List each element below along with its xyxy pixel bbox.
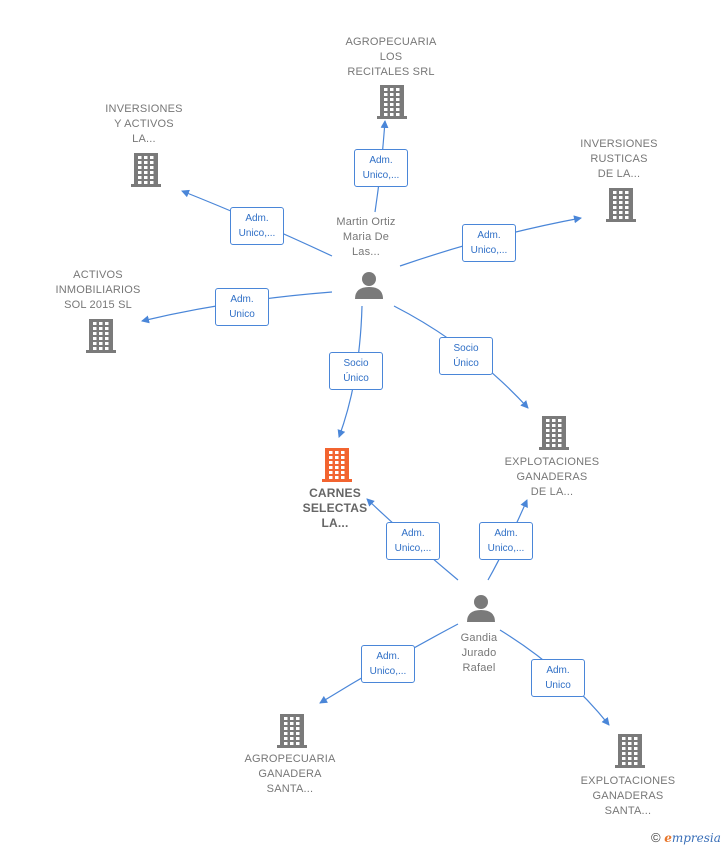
node-label-inv-rusticas[interactable]: INVERSIONES RUSTICAS DE LA...	[580, 138, 658, 180]
copyright-symbol: ©	[651, 830, 661, 845]
node-label-inv-activos[interactable]: INVERSIONES Y ACTIVOS LA...	[105, 103, 183, 145]
relation-label[interactable]: Adm. Unico	[215, 288, 269, 326]
relation-label[interactable]: Adm. Unico	[531, 659, 585, 697]
building-icon[interactable]	[322, 448, 352, 482]
edges-layer	[141, 120, 610, 726]
node-label-explot-santa[interactable]: EXPLOTACIONES GANADERAS SANTA...	[580, 775, 676, 817]
relation-label[interactable]: Socio Único	[439, 337, 493, 375]
relation-label[interactable]: Adm. Unico,...	[479, 522, 533, 560]
person-icon[interactable]	[467, 595, 495, 622]
relation-label[interactable]: Socio Único	[329, 352, 383, 390]
relation-label[interactable]: Adm. Unico,...	[462, 224, 516, 262]
building-icon[interactable]	[277, 714, 307, 748]
relation-label[interactable]: Adm. Unico,...	[386, 522, 440, 560]
node-label-carnes[interactable]: CARNES SELECTAS LA...	[302, 486, 368, 530]
relation-label[interactable]: Adm. Unico,...	[354, 149, 408, 187]
relation-label[interactable]: Adm. Unico,...	[230, 207, 284, 245]
empresia-logo[interactable]: empresia	[664, 831, 721, 845]
footer-brand: © empresia	[651, 830, 721, 845]
node-label-agro-santa[interactable]: AGROPECUARIA GANADERA SANTA...	[244, 753, 336, 795]
node-label-agro-recitales[interactable]: AGROPECUARIA LOS RECITALES SRL	[345, 36, 437, 78]
relation-label[interactable]: Adm. Unico,...	[361, 645, 415, 683]
building-icon[interactable]	[377, 85, 407, 119]
building-icon[interactable]	[86, 319, 116, 353]
node-label-activos-inmob[interactable]: ACTIVOS INMOBILIARIOS SOL 2015 SL	[55, 269, 141, 311]
icons-layer	[86, 85, 645, 768]
building-icon[interactable]	[615, 734, 645, 768]
building-icon[interactable]	[539, 416, 569, 450]
person-icon[interactable]	[355, 272, 383, 299]
node-label-explot-la[interactable]: EXPLOTACIONES GANADERAS DE LA...	[504, 456, 600, 498]
building-icon[interactable]	[131, 153, 161, 187]
node-label-gandia[interactable]: Gandia Jurado Rafael	[460, 632, 498, 674]
node-label-martin[interactable]: Martin Ortiz Maria De Las...	[336, 216, 396, 258]
building-icon[interactable]	[606, 188, 636, 222]
